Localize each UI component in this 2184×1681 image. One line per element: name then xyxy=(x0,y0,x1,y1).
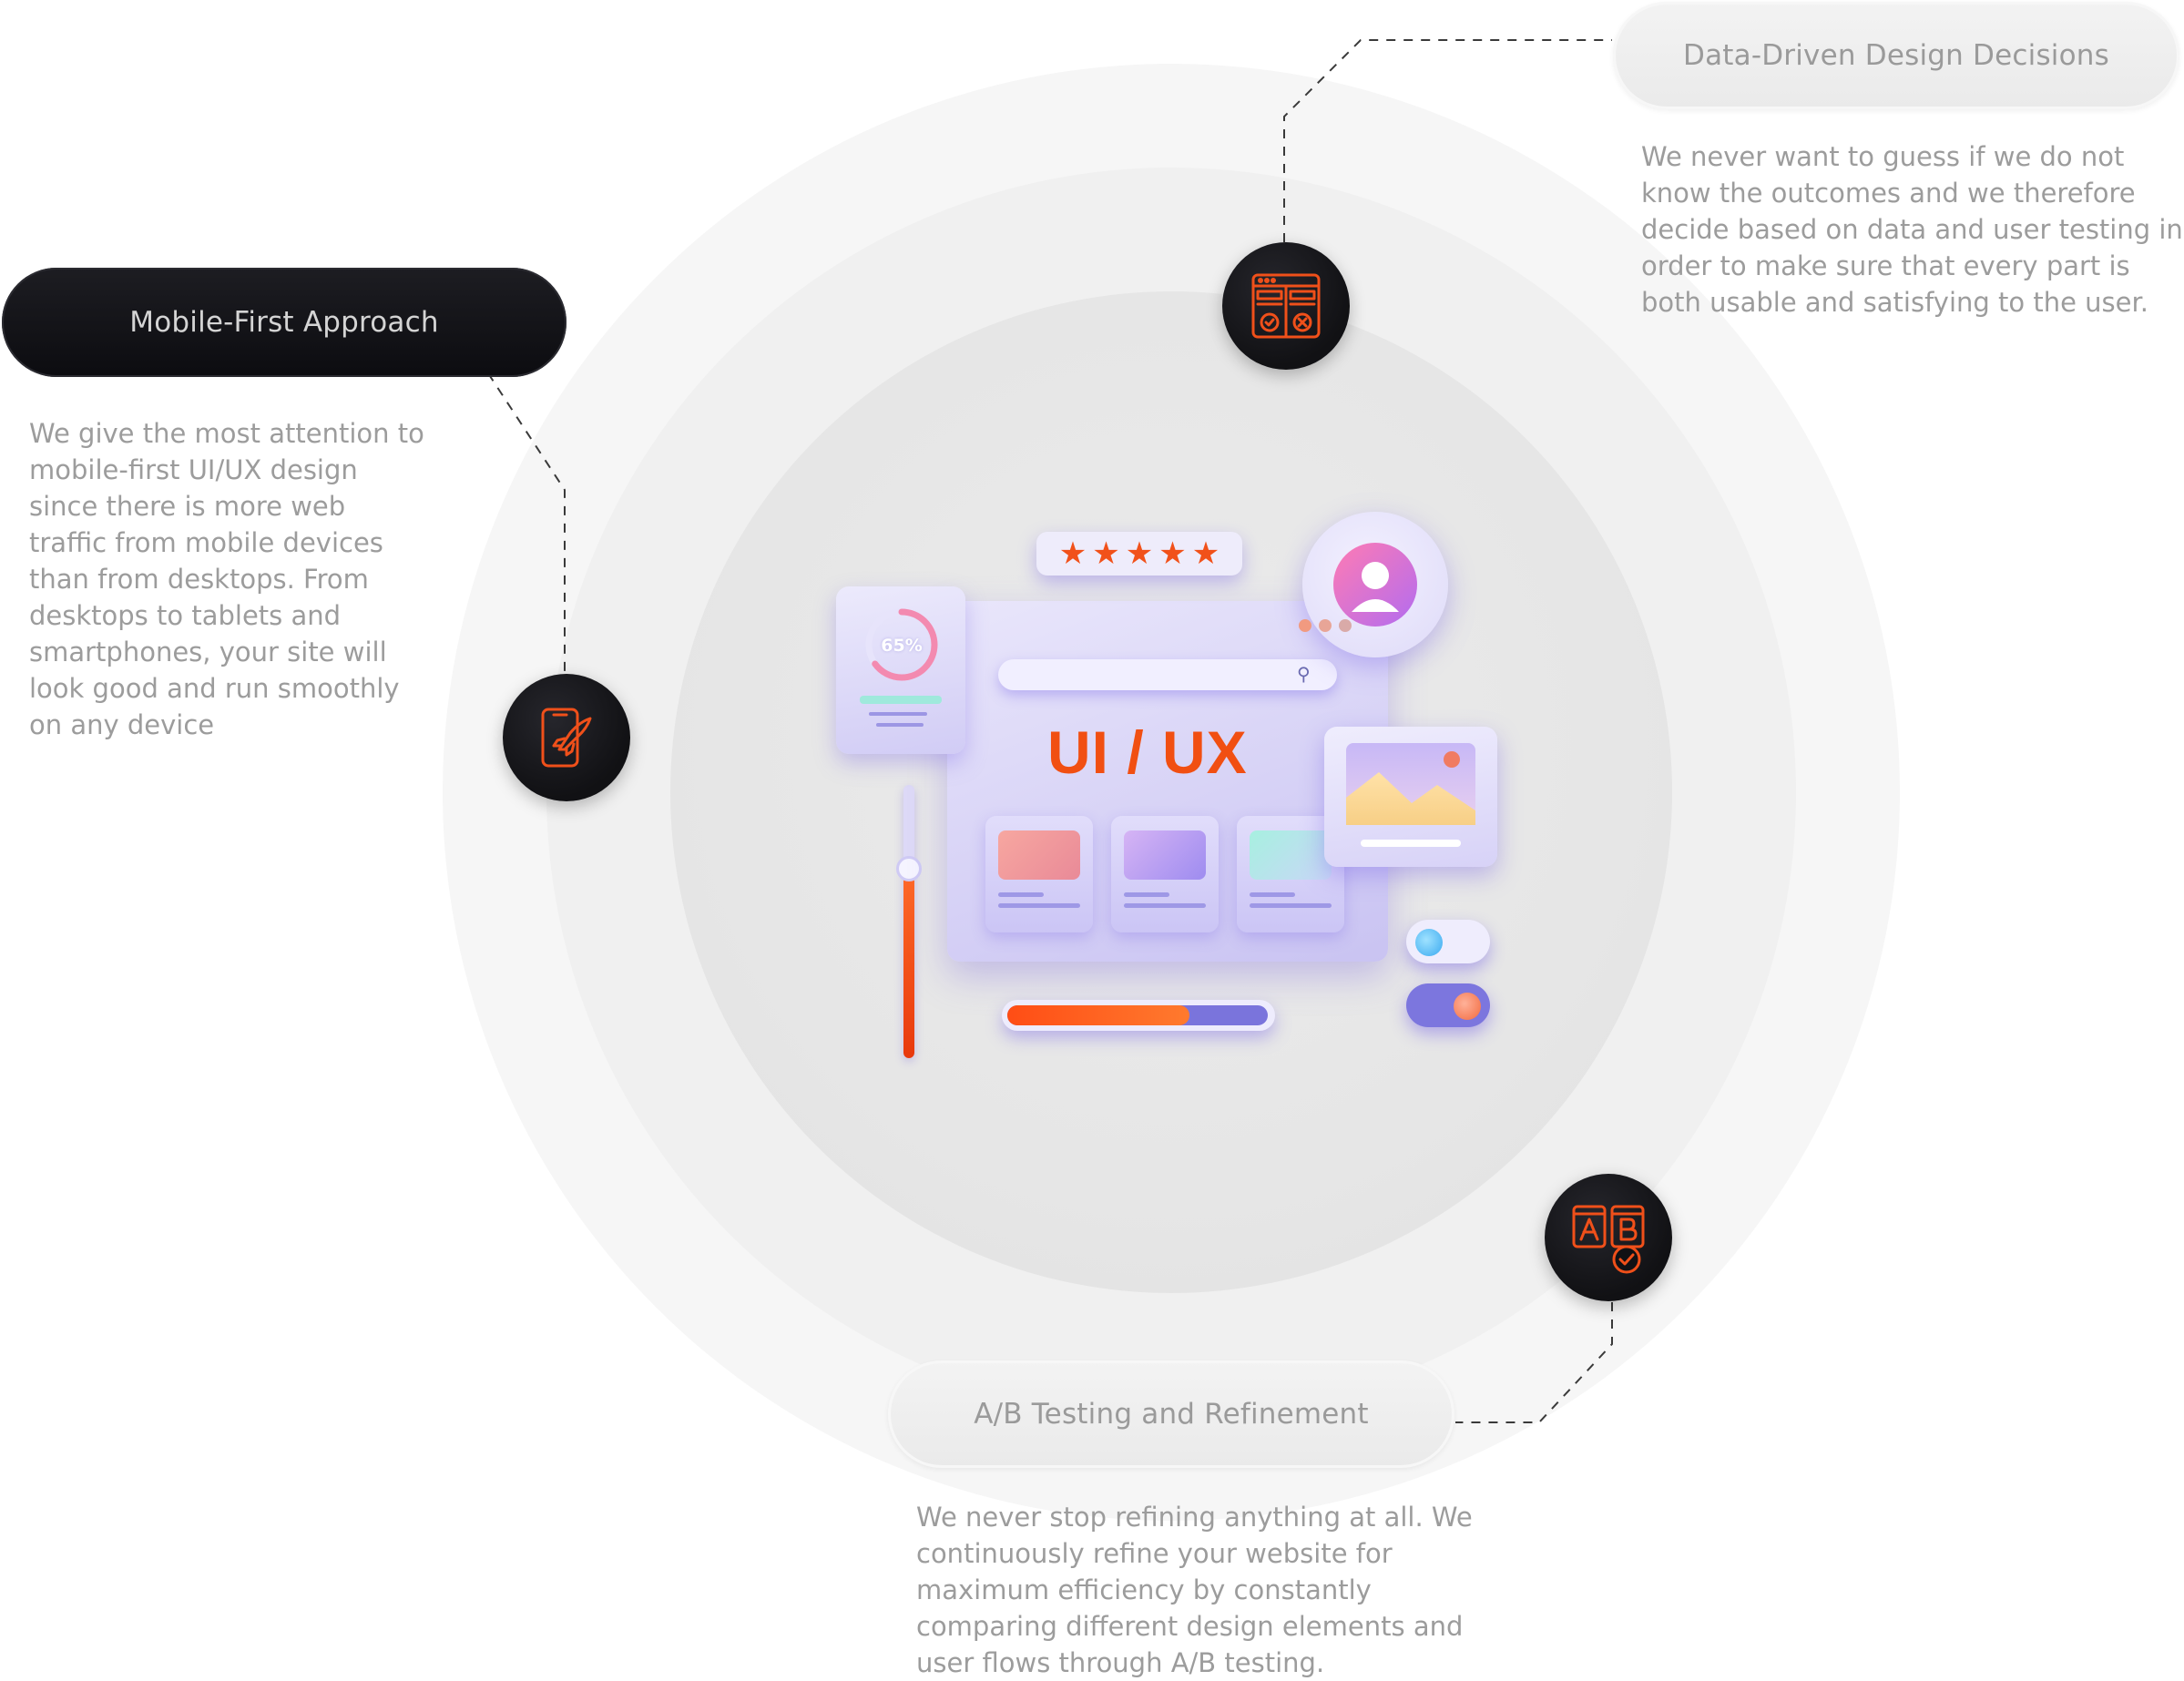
mobile-first-description: We give the most attention to mobile-fir… xyxy=(29,418,424,740)
vertical-slider-knob[interactable] xyxy=(896,856,922,881)
card-line xyxy=(1124,892,1169,897)
search-input-mockup xyxy=(998,659,1337,690)
search-icon: ⚲ xyxy=(1297,663,1311,685)
image-card xyxy=(1324,727,1497,867)
star-icon: ★ xyxy=(1125,535,1154,572)
ui-ux-headline: UI / UX xyxy=(1047,718,1248,786)
toggle-knob xyxy=(1454,993,1481,1020)
star-icon: ★ xyxy=(1058,535,1087,572)
card-line xyxy=(1250,903,1332,908)
toggle-switch-off[interactable] xyxy=(1406,920,1490,963)
ab-testing-description: We never stop refining anything at all. … xyxy=(916,1502,1473,1678)
card-line xyxy=(998,903,1080,908)
star-icon: ★ xyxy=(1191,535,1220,572)
mobile-first-title: Mobile-First Approach xyxy=(129,306,439,339)
mobile-first-pill[interactable]: Mobile-First Approach xyxy=(2,268,566,377)
gauge-percent-label: 65% xyxy=(881,636,923,656)
data-driven-description: We never want to guess if we do not know… xyxy=(1641,141,2183,318)
progress-fill xyxy=(1007,1005,1189,1025)
ab-test-icon xyxy=(1545,1174,1672,1301)
browser-check-cross-icon xyxy=(1222,242,1350,370)
ab-testing-title: A/B Testing and Refinement xyxy=(974,1398,1369,1431)
star-icon: ★ xyxy=(1158,535,1187,572)
toggle-knob xyxy=(1415,929,1443,956)
more-dots xyxy=(1299,619,1352,632)
star-icon: ★ xyxy=(1092,535,1120,572)
vertical-slider-fill xyxy=(903,865,914,1058)
mobile-rocket-icon xyxy=(503,674,630,801)
card-image xyxy=(1124,830,1206,880)
user-avatar-icon xyxy=(1333,543,1417,627)
image-icon xyxy=(1346,743,1475,847)
data-driven-title: Data-Driven Design Decisions xyxy=(1683,39,2109,72)
card-line xyxy=(1124,903,1206,908)
avatar-bubble xyxy=(1302,512,1448,657)
card-line xyxy=(1250,892,1295,897)
gauge-ring xyxy=(860,608,942,727)
toggle-switch-on[interactable] xyxy=(1406,983,1490,1027)
data-driven-pill[interactable]: Data-Driven Design Decisions xyxy=(1613,2,2179,109)
content-card xyxy=(985,816,1093,932)
card-image xyxy=(1250,830,1332,880)
ab-testing-pill[interactable]: A/B Testing and Refinement xyxy=(888,1360,1454,1468)
rating-stars: ★ ★ ★ ★ ★ xyxy=(1036,532,1242,576)
content-card xyxy=(1111,816,1219,932)
gauge-card xyxy=(836,586,965,754)
card-line xyxy=(998,892,1044,897)
card-image xyxy=(998,830,1080,880)
